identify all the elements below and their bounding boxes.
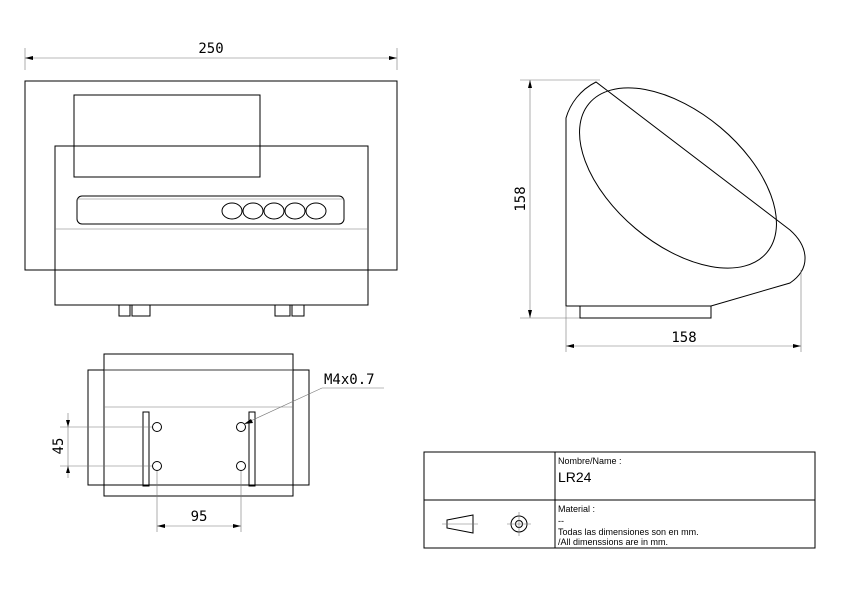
mounting-hole xyxy=(236,461,246,471)
name-label: Nombre/Name : xyxy=(558,456,622,466)
title-block: Nombre/Name : LR24 Material : -- Todas l… xyxy=(423,451,816,549)
key-button xyxy=(263,202,285,220)
key-button xyxy=(305,202,327,220)
dimension-label-width: 250 xyxy=(198,41,223,57)
front-housing-outline xyxy=(24,80,398,271)
key-button xyxy=(284,202,306,220)
rear-flanges xyxy=(87,369,310,486)
front-view: 250 xyxy=(24,41,398,317)
keypad-strip xyxy=(76,195,345,225)
dimension-label-height: 158 xyxy=(513,186,529,211)
display-window xyxy=(73,94,261,178)
dimension-158-vertical: 158 xyxy=(513,79,600,319)
keypad-buttons xyxy=(221,202,327,220)
front-body xyxy=(54,145,369,306)
side-housing xyxy=(565,81,806,307)
rear-body xyxy=(103,353,294,497)
units-note-en: /All dimenssions are in mm. xyxy=(558,537,668,547)
units-note-es: Todas las dimensiones son en mm. xyxy=(558,527,699,537)
mounting-holes xyxy=(152,422,246,471)
mounting-rail-left xyxy=(142,411,150,487)
mounting-hole xyxy=(152,422,162,432)
slanted-display-face xyxy=(579,87,777,269)
side-view: 158 158 xyxy=(513,79,806,352)
rear-view: M4x0.7 45 95 xyxy=(51,353,384,532)
dimension-45: 45 xyxy=(51,413,152,478)
mounting-rail-right xyxy=(248,411,256,487)
dimension-95: 95 xyxy=(156,471,242,532)
thread-label: M4x0.7 xyxy=(324,372,375,388)
material-value: -- xyxy=(558,516,564,526)
dimension-label-hole-spacing-vertical: 45 xyxy=(51,438,67,455)
name-value: LR24 xyxy=(558,469,592,485)
projection-symbol-icon xyxy=(442,512,531,536)
dimension-label-depth: 158 xyxy=(671,330,696,346)
key-button xyxy=(242,202,264,220)
bottom-connectors xyxy=(118,304,305,317)
mounting-hole xyxy=(152,461,162,471)
material-label: Material : xyxy=(558,504,595,514)
dimension-250: 250 xyxy=(24,41,398,70)
side-foot xyxy=(579,305,712,319)
dimension-158-horizontal: 158 xyxy=(565,270,802,352)
key-button xyxy=(221,202,243,220)
thread-callout: M4x0.7 xyxy=(243,372,384,425)
dimension-label-hole-spacing-horizontal: 95 xyxy=(191,509,208,525)
mounting-hole xyxy=(236,422,246,432)
